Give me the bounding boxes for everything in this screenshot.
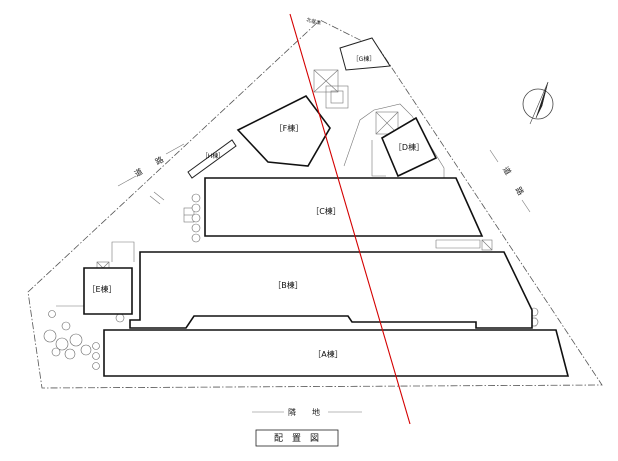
building-h-label: ［H棟］	[202, 152, 225, 160]
road-label-bottom: 隣 地	[288, 407, 324, 417]
north-reference-line	[289, 13, 411, 425]
stair-outline	[111, 241, 135, 262]
building-f: ［F棟］	[236, 94, 331, 167]
hatch-mark-left	[149, 191, 165, 205]
building-g-label: ［G棟］	[353, 55, 376, 63]
building-a-label: ［A棟］	[313, 349, 342, 359]
building-c-label: ［C棟］	[311, 206, 341, 216]
drawing-title: 配置図	[274, 433, 328, 444]
building-c: ［C棟］	[204, 177, 484, 237]
building-e-label: ［E棟］	[87, 284, 116, 294]
building-a: ［A棟］	[103, 329, 570, 377]
building-e: ［E棟］	[83, 267, 133, 315]
road-label-left: 道 路	[132, 152, 168, 179]
equipment-box-2	[325, 85, 349, 109]
building-h: ［H棟］	[187, 139, 237, 179]
north-reference-label: 北基準	[305, 16, 321, 27]
d-wing-annex-outline	[343, 103, 445, 179]
road-label-bottom-group: 隣 地	[252, 407, 362, 417]
building-d: ［D棟］	[380, 116, 438, 178]
building-f-label: ［F棟］	[275, 123, 304, 133]
road-label-right: 道 路	[501, 164, 529, 200]
road-label-left-group: 道 路	[117, 143, 185, 187]
building-b-label: ［B棟］	[273, 280, 303, 290]
equipment-box-6	[481, 239, 493, 251]
north-arrow-icon	[522, 81, 554, 125]
title-box: 配置図	[255, 429, 339, 447]
d-wing-annex-step	[371, 140, 386, 177]
building-d-label: ［D棟］	[394, 142, 424, 152]
tree-cluster	[43, 193, 539, 370]
site-boundary	[27, 19, 603, 389]
road-label-right-group: 道 路	[489, 149, 531, 213]
equipment-box-1	[313, 69, 339, 93]
building-g: ［G棟］	[339, 37, 391, 71]
right-annex-line	[435, 239, 481, 249]
building-b: ［B棟］	[129, 251, 533, 329]
